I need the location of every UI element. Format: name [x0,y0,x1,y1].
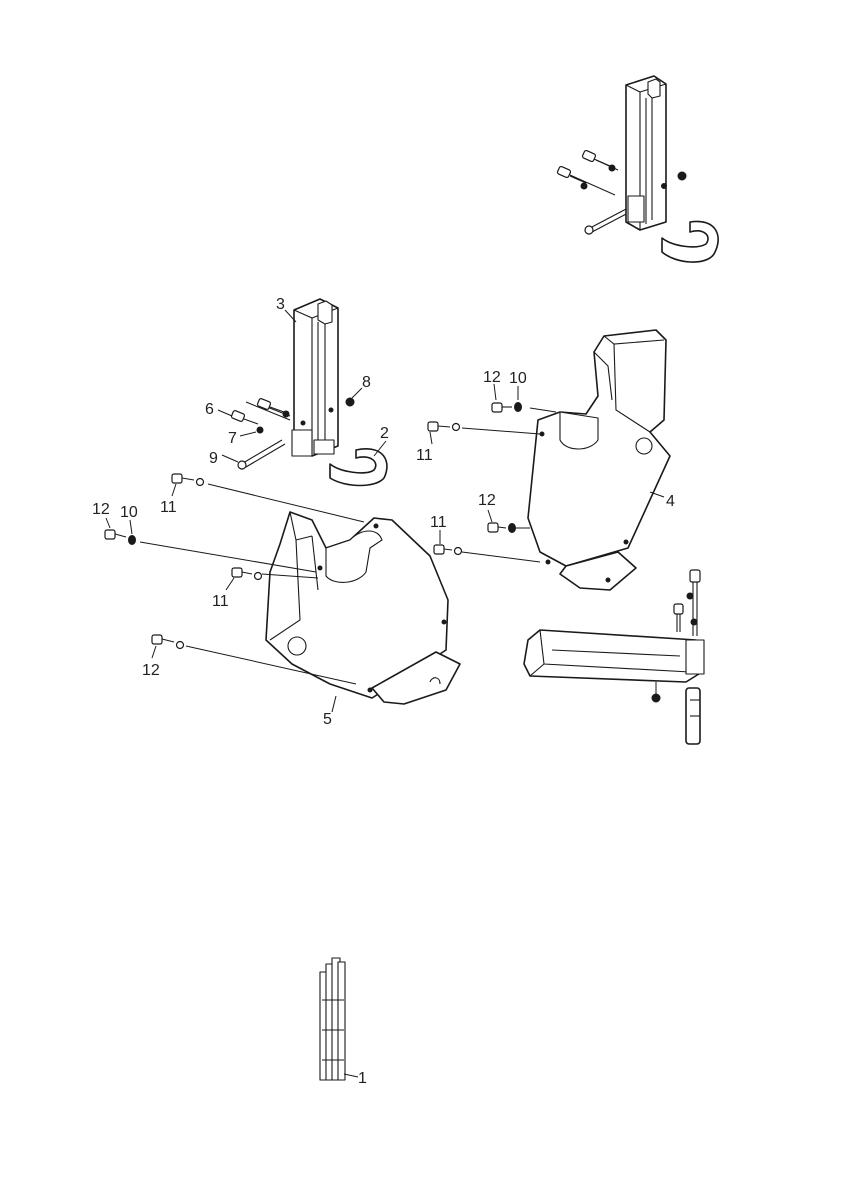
callout-3: 3 [276,296,285,313]
callout-11-left-lower: 11 [212,593,229,610]
ref-pin [584,207,631,235]
callout-12-left: 12 [92,501,110,518]
callout-11-right: 11 [416,447,433,464]
bolt-part-6 [230,410,259,425]
washer-10-left [128,535,136,545]
callout-10-right: 10 [509,370,527,387]
callout-9: 9 [209,450,218,467]
column-bracket [291,298,339,457]
ref-washer-lower [580,182,588,190]
bolt-11-left-lower [231,567,263,581]
callout-12-right-upper: 12 [483,369,501,386]
pedal-clip [685,687,701,745]
bolt-12-left [104,529,127,540]
ref-bolt-lower [556,165,587,184]
guard-part-4 [527,329,671,591]
callout-11-center: 11 [430,514,447,531]
u-clip-part-2 [329,448,388,487]
nut-part-8 [345,397,355,407]
bolt-12-right-lower [487,522,516,533]
guard-part-5 [265,511,461,705]
callout-12-right-lower: 12 [478,492,496,509]
callouts: 3 2 8 6 7 9 4 5 1 12 10 11 11 12 11 11 1… [92,296,675,1087]
bolt-11-left-upper [171,473,205,487]
bolt-12-right-upper [491,402,512,413]
callout-1: 1 [358,1070,367,1087]
ref-washer-upper [608,164,616,172]
callout-4: 4 [666,493,675,510]
callout-11-left-upper: 11 [160,499,177,516]
ref-column [625,75,667,231]
washer-part-7 [256,426,264,434]
callout-7: 7 [228,430,237,447]
ref-bolt-upper [581,149,611,167]
bolt-12-left-bottom [151,634,185,650]
callout-12-left-bottom: 12 [142,662,160,679]
leader-lines [105,309,665,1078]
callout-2: 2 [380,425,389,442]
pedal-bolt-tall [689,569,701,636]
bolt-11-right-upper [427,421,461,432]
pedal-arm-assembly [523,569,705,745]
reference-bracket-assembly [556,75,719,263]
bolt-11-center [433,544,463,556]
washer-10-right [514,402,522,412]
callout-5: 5 [323,711,332,728]
callout-6: 6 [205,401,214,418]
callout-10-left: 10 [120,504,138,521]
washer-upper [282,410,290,418]
pin-part-9 [237,439,286,470]
bolt-upper [256,398,285,413]
ref-u-clip [661,220,719,263]
pedal-bolt-short [673,603,684,632]
part-1-stack [319,957,346,1081]
callout-8: 8 [362,374,371,391]
ref-nut [677,171,687,181]
